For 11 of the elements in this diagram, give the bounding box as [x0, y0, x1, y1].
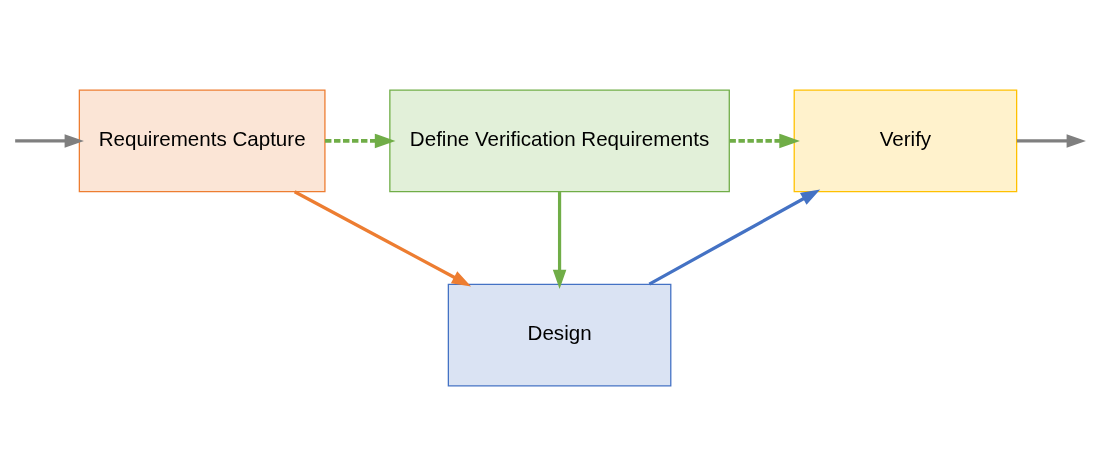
arrow	[1016, 133, 1086, 148]
arrow	[293, 189, 472, 286]
arrow	[648, 188, 821, 285]
node-box: Define Verification Requirements	[389, 89, 730, 192]
node-box: Requirements Capture	[78, 89, 326, 192]
node-box: Design	[447, 283, 672, 386]
arrow	[15, 133, 84, 148]
arrow	[552, 191, 567, 289]
arrow	[729, 133, 800, 148]
arrow	[325, 133, 396, 148]
node-box: Verify	[793, 89, 1018, 192]
